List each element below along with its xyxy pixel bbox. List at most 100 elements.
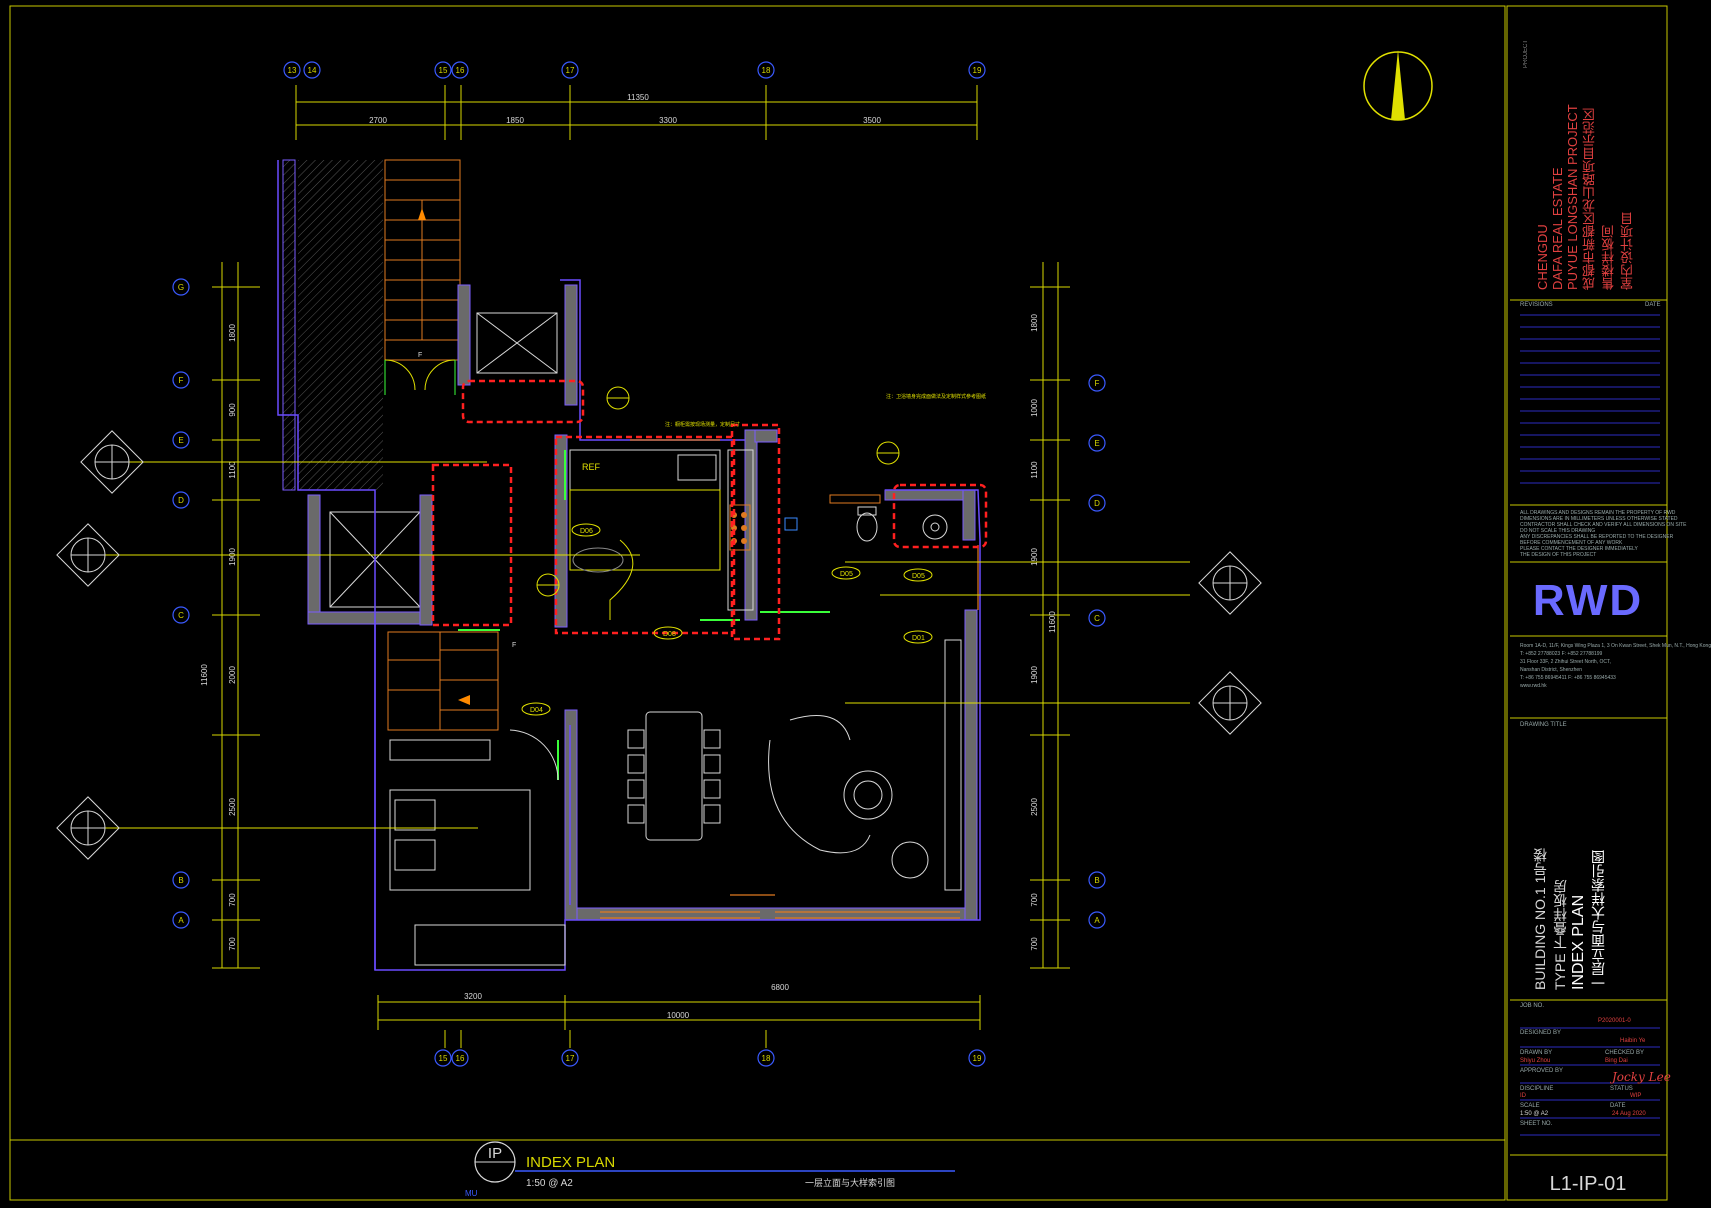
address-line: Room 1A-D, 11/F, Kings Wing Plaza 1, 3 O… [1520, 643, 1711, 649]
tag-d01: D01 [912, 635, 925, 642]
rwd-logo: RWD [1533, 576, 1643, 625]
drawing-title-vertical: BUILDING NO.1 1号楼 TYPE 下叠样板房 INDEX PLAN … [1530, 840, 1608, 990]
grid-row-A: A [178, 916, 184, 925]
note-line: DIMENSIONS ARE IN MILLIMETERS UNLESS OTH… [1520, 516, 1678, 522]
bottom-title-code: IP [488, 1145, 502, 1162]
grid-row-C: C [178, 611, 184, 620]
status-label: STATUS [1610, 1086, 1633, 1092]
designed-by-label: DESIGNED BY [1520, 1030, 1562, 1036]
plan-title-cn: 一层立面与大样索引图 [1590, 850, 1606, 990]
plan-title: INDEX PLAN [1570, 894, 1587, 990]
designed-by: Haibin Ye [1620, 1038, 1646, 1044]
dim-left-7: 700 [228, 893, 237, 907]
grid-row-right-A: A [1094, 916, 1100, 925]
tag-d06: D06 [580, 528, 593, 535]
project-line-1: CHENGDU [1535, 224, 1550, 290]
project-line-2: DAFA REAL ESTATE [1550, 167, 1565, 290]
grid-col-15: 15 [439, 66, 448, 75]
index-plan-drawing: 11350 2700 1850 3300 3500 13 14 15 16 17… [9, 5, 1668, 1201]
dim-right-1: 1800 [1030, 314, 1039, 332]
project-line-5: 售楼样板间 [1601, 225, 1616, 290]
dim-left-3: 1100 [228, 461, 237, 479]
left-dimensions [212, 262, 260, 969]
dim-bottom-b: 6800 [771, 983, 789, 992]
elevation-markers [56, 430, 1262, 860]
note-bath: 注：卫浴墙身完成面做法及定制样式参考图纸 [886, 393, 986, 400]
grid-row-F: F [179, 376, 184, 385]
tag-d05a: D05 [840, 571, 853, 578]
scale-label: SCALE [1520, 1103, 1540, 1109]
dim-left-4: 1900 [228, 548, 237, 566]
tag-f1: F [418, 352, 422, 359]
dim-right-8: 700 [1030, 937, 1039, 951]
address-block: Room 1A-D, 11/F, Kings Wing Plaza 1, 3 O… [1520, 642, 1711, 690]
note-line: ALL DRAWINGS AND DESIGNS REMAIN THE PROP… [1520, 510, 1676, 516]
title-block-border [1506, 5, 1668, 1201]
checked-by-label: CHECKED BY [1605, 1050, 1645, 1056]
grid-col-18: 18 [762, 66, 771, 75]
dim-top-seg-2: 1850 [506, 116, 524, 125]
floor-plan: REF D05 D05 D01 D04 D06 D08 F F 注：橱柜需按现场… [100, 159, 1190, 971]
address-line: 31 Floor 33F, 2 Zhihui Street North, OCT… [1520, 659, 1611, 665]
note-line: PLEASE CONTACT THE DESIGNER IMMEDIATELY [1520, 546, 1638, 552]
bottom-title-subcode: MU [465, 1189, 478, 1198]
type-name: TYPE 下叠样板房 [1552, 879, 1568, 990]
dim-top-total: 11350 [627, 93, 649, 102]
scale-value: 1:50 @ A2 [1520, 1111, 1549, 1117]
tag-f2: F [512, 642, 516, 649]
project-line-6: 室内设计项目 [1620, 212, 1635, 290]
project-label: PROJECT [1523, 40, 1529, 69]
grid-row-D: D [178, 496, 184, 505]
dim-top-seg-4: 3500 [863, 116, 881, 125]
dim-left-2: 900 [228, 403, 237, 417]
grid-col-bottom-19: 19 [973, 1054, 982, 1063]
note-line: ANY DISCREPANCIES SHALL BE REPORTED TO T… [1520, 534, 1674, 540]
revisions-date-label: DATE [1645, 302, 1661, 308]
job-no-label: JOB NO. [1520, 1003, 1545, 1009]
general-notes: ALL DRAWINGS AND DESIGNS REMAIN THE PROP… [1520, 510, 1686, 558]
revisions-label: REVISIONS [1520, 302, 1553, 308]
grid-col-bottom-17: 17 [566, 1054, 575, 1063]
top-dimensions [295, 85, 978, 140]
job-no: P2020001-0 [1598, 1018, 1631, 1024]
note-line: DO NOT SCALE THIS DRAWING [1520, 528, 1596, 534]
grid-row-right-E: E [1094, 439, 1099, 448]
building-name: BUILDING NO.1 1号楼 [1532, 847, 1548, 990]
approved-by-label: APPROVED BY [1520, 1068, 1564, 1074]
project-lines: CHENGDU DAFA REAL ESTATE PUYUE LONGSHAN … [1535, 100, 1637, 290]
dim-right-7: 700 [1030, 893, 1039, 907]
tag-d08: D08 [663, 631, 676, 638]
bottom-title-text: INDEX PLAN [526, 1154, 615, 1171]
grid-row-E: E [178, 436, 183, 445]
discipline-label: DISCIPLINE [1520, 1086, 1554, 1092]
grid-col-bottom-15: 15 [439, 1054, 448, 1063]
grid-bubbles-top [283, 61, 986, 79]
date-value: 24 Aug 2020 [1612, 1111, 1646, 1117]
north-arrow-icon [1363, 50, 1433, 121]
project-line-3: PUYUE LONGSHAN PROJECT [1565, 104, 1580, 290]
note-line: BEFORE COMMENCEMENT OF ANY WORK [1520, 540, 1623, 546]
grid-row-right-D: D [1094, 499, 1100, 508]
dim-right-6: 2500 [1030, 798, 1039, 816]
dim-left-6: 2500 [228, 798, 237, 816]
grid-row-right-F: F [1095, 379, 1100, 388]
grid-row-G: G [178, 283, 184, 292]
address-line: T: +852 27788023 F: +852 27788199 [1520, 651, 1603, 657]
sheet-border [9, 5, 1506, 1201]
grid-row-right-C: C [1094, 614, 1100, 623]
sheet-number: L1-IP-01 [1550, 1173, 1627, 1195]
grid-row-right-B: B [1094, 876, 1099, 885]
grid-row-B: B [178, 876, 183, 885]
bottom-dimensions [377, 995, 981, 1048]
dim-top-seg-1: 2700 [369, 116, 387, 125]
dim-top-seg-3: 3300 [659, 116, 677, 125]
grid-col-17: 17 [566, 66, 575, 75]
dim-right-4: 1900 [1030, 548, 1039, 566]
status: WIP [1630, 1093, 1642, 1099]
title-block [1510, 299, 1667, 1156]
grid-col-bottom-16: 16 [456, 1054, 465, 1063]
grid-col-13: 13 [288, 66, 297, 75]
grid-col-19: 19 [973, 66, 982, 75]
signature: Jocky Lee [1612, 1070, 1671, 1084]
right-dimensions [1030, 262, 1070, 969]
